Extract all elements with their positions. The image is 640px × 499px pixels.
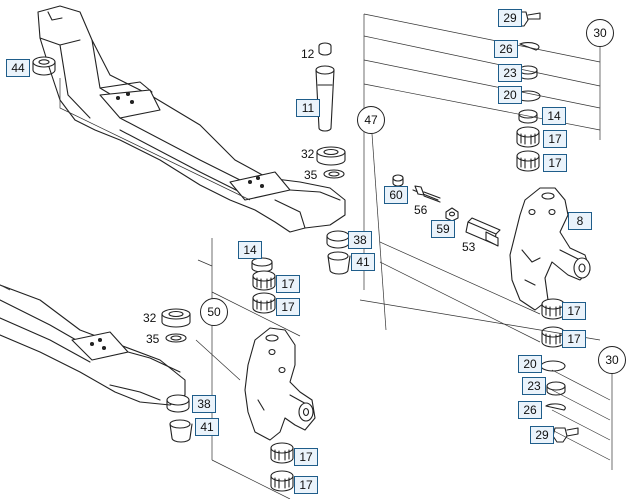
- callout-17-d: 17: [294, 476, 318, 494]
- thrust-bearing-upper: [316, 146, 346, 179]
- callout-30-lower: 30: [598, 346, 626, 374]
- callout-53: 53: [462, 240, 476, 254]
- callout-60: 60: [384, 186, 408, 204]
- small-hardware: [392, 174, 501, 247]
- callout-44: 44: [6, 59, 30, 77]
- callout-29-upper: 29: [498, 9, 522, 27]
- callout-17-e: 17: [543, 130, 567, 148]
- callout-38-upper: 38: [348, 231, 372, 249]
- callout-26-lower: 26: [518, 401, 542, 419]
- lower-axle-beam: [0, 284, 186, 406]
- guide-lines: [0, 13, 613, 499]
- callout-29-lower: 29: [530, 426, 554, 444]
- callout-23-upper: 23: [498, 64, 522, 82]
- bearings-left-upper: [251, 257, 276, 314]
- callout-56: 56: [414, 203, 428, 217]
- callout-17-b: 17: [276, 298, 300, 316]
- callout-32-upper: 32: [301, 147, 315, 161]
- callout-50: 50: [200, 298, 228, 326]
- callout-41-upper: 41: [351, 253, 375, 271]
- callout-17-c: 17: [294, 448, 318, 466]
- callout-20-upper: 20: [498, 86, 522, 104]
- seal-set-upper: [326, 230, 351, 275]
- seal-set-lower: [166, 394, 193, 443]
- callout-14-right: 14: [542, 107, 566, 125]
- callout-59: 59: [431, 220, 455, 238]
- callout-17-f: 17: [543, 154, 567, 172]
- callout-47: 47: [357, 106, 385, 134]
- callout-35-lower: 35: [146, 332, 160, 346]
- needle-bearings-right-lower: [541, 298, 565, 348]
- callout-8: 8: [568, 212, 592, 230]
- needle-bearings-left-lower: [270, 442, 294, 492]
- callout-12: 12: [301, 47, 315, 61]
- callout-26-upper: 26: [494, 40, 518, 58]
- callout-32-lower: 32: [143, 311, 157, 325]
- callout-17-h: 17: [562, 330, 586, 348]
- callout-11: 11: [296, 99, 320, 117]
- king-pin-upper: [315, 42, 335, 132]
- upper-axle-beam: [37, 5, 346, 233]
- callout-14-left: 14: [238, 241, 262, 259]
- callout-20-lower: 20: [518, 355, 542, 373]
- callout-17-a: 17: [276, 275, 300, 293]
- callout-23-lower: 23: [522, 377, 546, 395]
- callout-38-lower: 38: [192, 395, 216, 413]
- steering-knuckle-right: [509, 187, 591, 311]
- steering-knuckle-left: [244, 327, 316, 441]
- callout-17-g: 17: [562, 302, 586, 320]
- thrust-bearing-lower: [161, 308, 191, 343]
- callout-41-lower: 41: [195, 418, 219, 436]
- callout-35-upper: 35: [304, 168, 318, 182]
- callout-30-upper: 30: [586, 19, 614, 47]
- bushing-44: [32, 56, 56, 76]
